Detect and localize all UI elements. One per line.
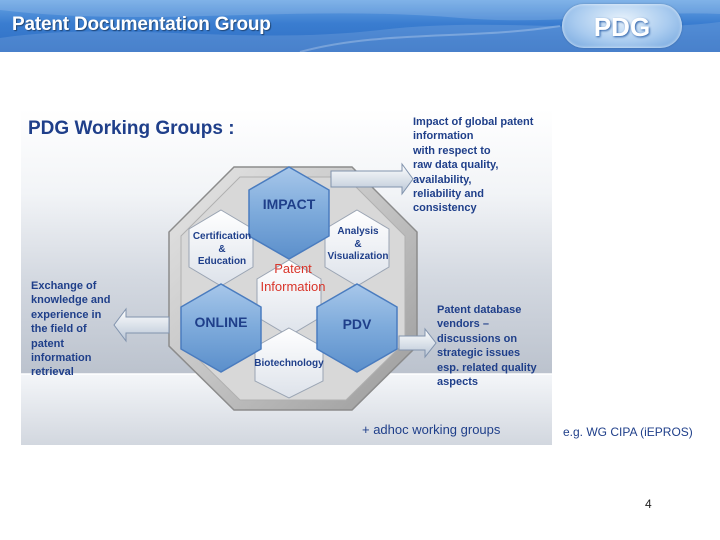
example-note: e.g. WG CIPA (iEPROS) [563,425,693,439]
center-line-2: Information [260,279,326,294]
pdg-logo: PDG [562,4,682,48]
analysis-line-3: Visualization [327,251,389,262]
hex-pdv [316,283,398,373]
impact-note-line: consistency [413,202,477,215]
impact-note-line: availability, [413,173,472,186]
page-number: 4 [645,497,652,511]
pdv-note-line: discussions on [437,332,518,345]
arrow-impact [330,162,414,196]
certification-line-3: Education [197,256,247,267]
arrow-online [113,307,170,343]
label-online: ONLINE [194,314,248,330]
impact-note-line: Impact of global patent [413,116,534,128]
arrow-pdv [398,327,437,359]
online-note-line: Exchange of [31,280,97,292]
impact-note-line: reliability and [413,188,484,201]
pdv-note-line: strategic issues [437,347,521,360]
diagram-graphics [21,109,552,445]
header-banner: Patent Documentation Group PDG [0,0,720,52]
certification-line-1: Certification [192,231,252,242]
online-note-line: retrieval [31,366,74,379]
impact-note-line: raw data quality, [413,159,499,172]
analysis-line-1: Analysis [337,226,379,237]
center-line-1: Patent [274,261,312,276]
online-note-line: the field of [31,323,87,336]
online-note-line: patent [31,337,64,350]
annotation-online: Exchange of knowledge and experience in … [31,279,110,380]
header-wave-decoration [0,0,720,52]
pdv-note-line: aspects [437,376,478,389]
adhoc-working-groups: + adhoc working groups [362,422,501,437]
online-note-line: experience in [31,308,102,321]
certification-line-2: & [218,243,226,255]
pdv-note-line: vendors – [437,318,489,331]
annotation-pdv: Patent database vendors – discussions on… [437,303,537,389]
label-biotechnology: Biotechnology [254,358,324,369]
label-patent-information: Patent Information [249,260,337,296]
annotation-impact: Impact of global patent information with… [413,115,533,216]
analysis-line-2: & [354,238,362,250]
impact-note-line: information [413,130,474,143]
working-groups-diagram: PDG Working Groups : IMPACT ONLINE PDV P… [21,109,552,445]
pdv-note-line: Patent database [437,304,522,316]
hex-online [180,283,262,373]
pdv-note-line: esp. related quality [437,361,537,374]
diagram-title: PDG Working Groups : [28,118,235,139]
online-note-line: knowledge and [31,294,111,307]
label-impact: IMPACT [262,196,316,212]
online-note-line: information [31,352,92,365]
hex-impact [248,166,330,260]
label-analysis: Analysis & Visualization [321,226,395,264]
label-pdv: PDV [342,316,372,332]
impact-note-line: with respect to [413,144,491,157]
pdg-logo-text: PDG [593,12,651,42]
label-certification: Certification & Education [187,231,257,269]
header-title: Patent Documentation Group [12,14,271,35]
